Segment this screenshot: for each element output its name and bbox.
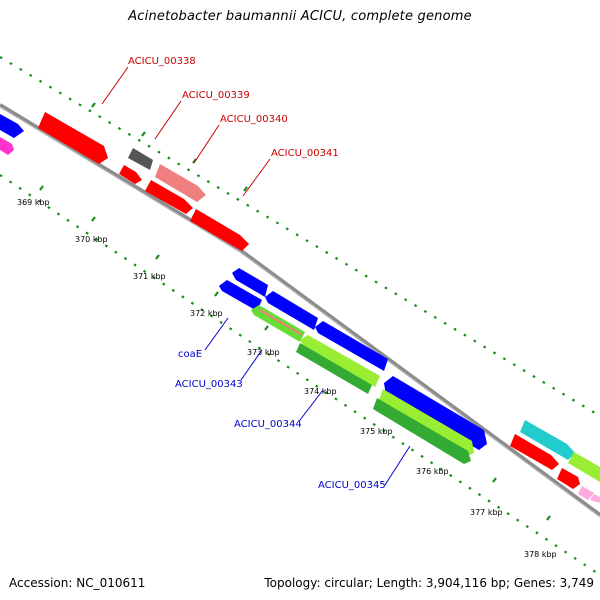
reverse-gene-labels[interactable]: coaE ACICU_00343 ACICU_00344 ACICU_00345	[175, 349, 386, 491]
gene-arrow	[557, 468, 580, 489]
kbp-label: 374 kbp	[304, 387, 337, 396]
gene-label-acicu-00343: ACICU_00343	[175, 379, 243, 390]
gene-arrow-acicu-00343-green	[251, 305, 305, 342]
gene-label-coae: coaE	[178, 349, 202, 360]
gene-label-acicu-00345: ACICU_00345	[318, 480, 386, 491]
gene-arrow	[145, 180, 193, 214]
kbp-label: 369 kbp	[17, 198, 50, 207]
forward-gene-labels[interactable]: ACICU_00338 ACICU_00339 ACICU_00340 ACIC…	[128, 56, 339, 159]
topology-text: Topology: circular; Length: 3,904,116 bp…	[264, 576, 594, 590]
gene-arrow-acicu-00338	[38, 112, 108, 164]
gene-label-acicu-00340: ACICU_00340	[220, 114, 288, 125]
gene-arrow	[510, 434, 559, 470]
gene-arrow	[520, 420, 575, 460]
reverse-genes[interactable]	[219, 268, 487, 464]
gene-label-acicu-00339: ACICU_00339	[182, 90, 250, 101]
kbp-label: 373 kbp	[247, 348, 280, 357]
kbp-label: 378 kbp	[524, 550, 557, 559]
gene-arrow-acicu-00340	[155, 164, 206, 202]
kbp-label: 371 kbp	[133, 272, 166, 281]
gene-label-acicu-00338: ACICU_00338	[128, 56, 196, 67]
gene-arrow	[315, 321, 388, 371]
gene-arrow-acicu-00344	[300, 335, 380, 387]
reverse-label-leaders	[204, 317, 411, 486]
kbp-label: 375 kbp	[360, 427, 393, 436]
gene-arrow	[119, 165, 142, 184]
kbp-labels: 369 kbp 370 kbp 371 kbp 372 kbp 373 kbp …	[17, 198, 557, 559]
forward-genes[interactable]	[0, 112, 600, 503]
gene-label-acicu-00344: ACICU_00344	[234, 419, 302, 430]
kbp-label: 372 kbp	[190, 309, 223, 318]
map-title: Acinetobacter baumannii ACICU, complete …	[128, 9, 472, 24]
genome-backbone	[0, 103, 600, 517]
gene-overlay	[259, 309, 303, 336]
gene-arrow	[384, 376, 487, 450]
gene-arrow	[0, 114, 24, 138]
gene-arrow-acicu-00344-dark	[296, 343, 372, 394]
gene-arrow	[232, 268, 268, 297]
gene-label-acicu-00341: ACICU_00341	[271, 148, 339, 159]
kbp-label: 376 kbp	[416, 467, 449, 476]
accession-text: Accession: NC_010611	[9, 576, 146, 590]
gene-arrow-acicu-00339	[128, 148, 153, 170]
gene-arrow-acicu-00341	[190, 209, 249, 251]
gene-arrow-coae	[219, 280, 262, 311]
gene-arrow	[568, 452, 600, 482]
outer-tick-track	[0, 56, 600, 576]
kbp-label: 370 kbp	[75, 235, 108, 244]
gene-arrow-acicu-00343	[265, 291, 318, 330]
forward-label-leaders	[101, 66, 271, 197]
gene-arrow-acicu-00345	[378, 389, 474, 456]
gene-arrow-acicu-00345-dark	[373, 398, 471, 464]
gene-arrow	[0, 137, 14, 155]
gene-arrow	[590, 494, 600, 503]
gene-arrow	[578, 486, 594, 500]
kbp-label: 377 kbp	[470, 508, 503, 517]
